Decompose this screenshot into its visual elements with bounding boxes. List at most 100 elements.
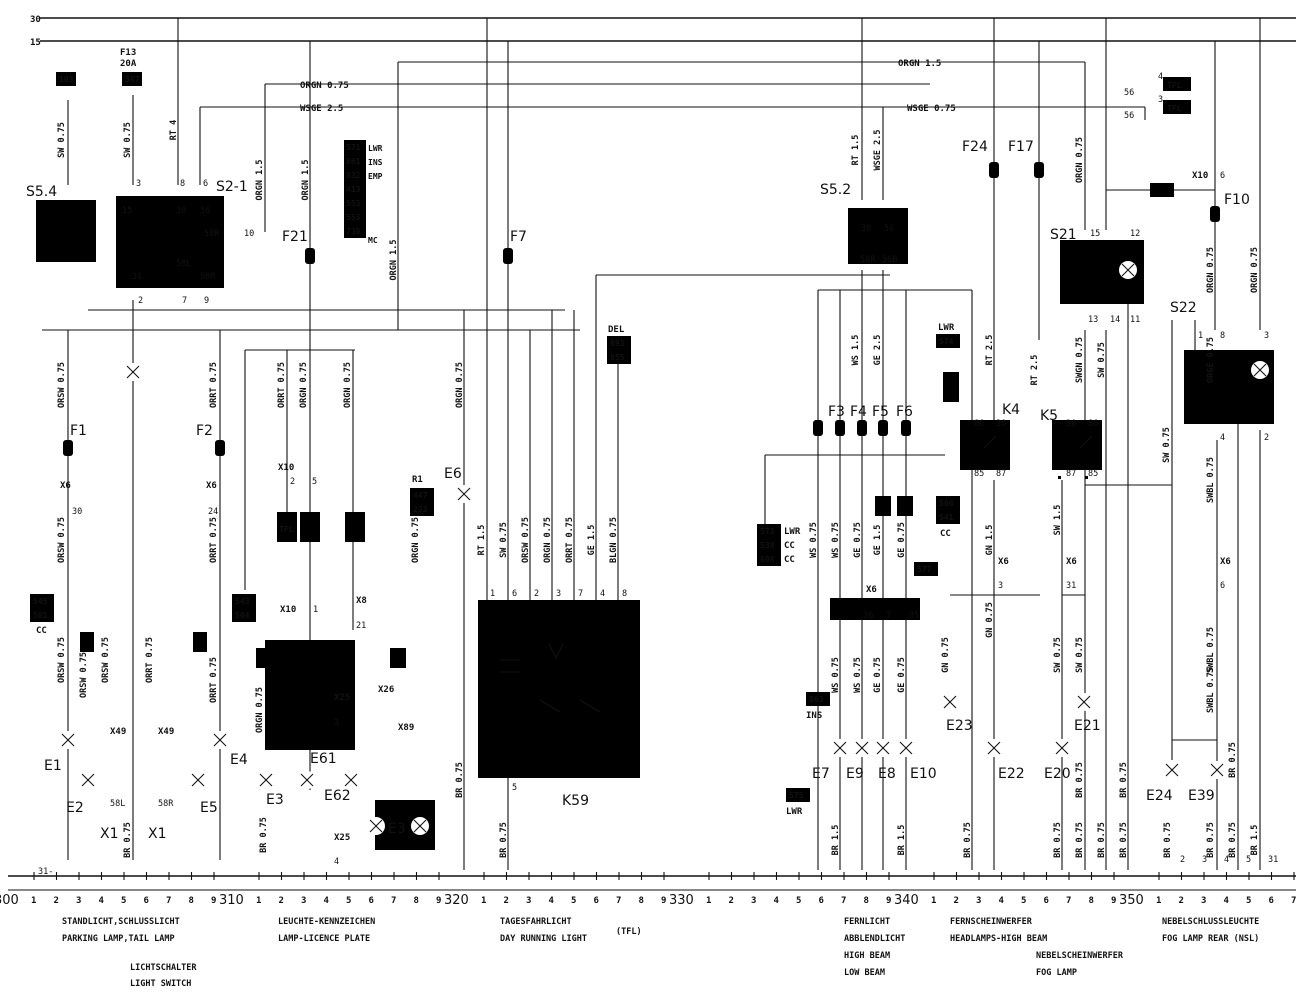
fuse-f3 [813,420,823,436]
wire-label: ORRT 0.75 [145,637,155,683]
caption-plate-de: LEUCHTE-KENNZEICHEN [278,917,375,927]
axis-minor-tick: 2 [279,896,284,906]
label-s2-1: S2-1 [216,179,248,195]
ref-447: 447 [413,491,428,500]
plate-lamp-block [265,640,355,750]
axis-minor-tick: 1 [256,896,261,906]
ref-575: 575 [789,791,804,800]
axis-major-tick: 320 [444,893,469,908]
wire-label: ORGE 0.75 [1206,337,1216,383]
wire-label: GE 0.75 [873,657,883,693]
wire-label: SW 0.75 [1162,427,1172,463]
lamp-cross [1077,695,1091,709]
pin-30c: 30 [996,419,1006,429]
label-f17: F17 [1008,139,1034,155]
pin-7: 7 [182,296,187,306]
ref-stack-item: 413 [346,185,361,194]
conn-box-x10b [345,512,365,542]
fuse-f24 [989,162,999,178]
conn-label-x10c: X10 [1192,171,1208,181]
ref-505: 505 [33,611,48,620]
conn-box-rh [943,372,959,402]
wire-label: BR 0.75 [259,817,269,853]
caption-parking-de: STANDLICHT,SCHLUSSLICHT [62,917,180,927]
pin-3b: 3 [1158,95,1163,105]
note-lwr2: LWR [784,527,801,537]
axis-minor-tick: 7 [616,896,621,906]
fuse-f4 [835,420,845,436]
label-f1: F1 [70,423,87,439]
pin-31: 31 [132,272,142,282]
wire-label: ORRT 0.75 [277,362,287,408]
wire-label: GE 0.75 [897,657,907,693]
axis-minor-tick: 5 [346,896,351,906]
wire-label: BR 0.75 [1119,762,1129,798]
conn-label-x8: X8 [356,596,367,606]
axis-minor-tick: 4 [999,896,1005,906]
pin-13: 13 [1088,315,1098,325]
note-cc4: CC [940,529,951,539]
caption-switch-de: LICHTSCHALTER [130,963,197,973]
pin-3g: 3 [1202,855,1207,865]
component-labels: S5.4 S2-1 F21 F7 S5.2 F24 F17 F10 S21 S2… [26,139,1250,842]
wire-label: SWGN 0.75 [1075,337,1085,383]
pin-14: 14 [1110,315,1120,325]
axis-minor-tick: 9 [661,896,666,906]
axis-minor-tick: 6 [1044,896,1049,906]
ref-574: 574 [939,337,954,346]
bus-label-orgn-right: ORGN 1.5 [898,59,941,69]
lamp-cross [1165,763,1179,777]
wire-label: BR 1.5 [831,825,841,856]
ref-573: 573 [760,527,775,536]
wire-label: ORGN 0.75 [1206,247,1216,293]
pin-4c: 4 [334,857,339,867]
ref-504: 504 [235,611,250,620]
conn-label-x6c: X6 [866,585,877,595]
wire-label: WS 0.75 [809,522,819,558]
pin-5c: 5 [1246,855,1251,865]
pin-2b: 2 [1264,433,1269,443]
wire-label: BLGN 0.75 [609,517,619,563]
wire-label: GE 0.75 [897,522,907,558]
wire-label: ORRT 0.75 [565,517,575,563]
ref-boxes: 103 567 545 505 543 504 447 233 893 855 … [30,72,960,802]
switch-s5-4-outline [36,200,96,262]
ref-608: 608 [760,555,775,564]
pin-56b: 56 [884,224,894,234]
pin-6c: 6 [1220,581,1225,591]
note-f13-amp: 20A [120,59,137,69]
wire-label: BR 0.75 [1053,822,1063,858]
pin-15b: 15 [1090,229,1100,239]
axis-minor-tick: 6 [1269,896,1274,906]
pin-85: 85 [974,469,984,479]
conn-label-x10: X10 [278,463,294,473]
relay-k5-outline [1052,420,1102,470]
pin-3d: 3 [334,718,339,728]
pin-1c: 1 [490,589,495,599]
wire-label: BR 1.5 [897,825,907,856]
ref-stack-item: 571 [346,143,361,152]
conn-box-x25-top [256,648,272,668]
axis-minor-tick: 5 [1021,896,1026,906]
ref-stack-item: 861 [346,157,361,166]
label-e3b: E3 [388,821,406,837]
wire-label: ORSW 0.75 [79,652,89,698]
lamps [59,261,1269,835]
axis-minor-tick: 3 [976,896,981,906]
label-k5: K5 [1040,408,1058,424]
label-e39: E39 [1188,788,1215,804]
pin-8b: 8 [1220,331,1225,341]
lamp-cross [833,741,847,755]
conn-tfl-c: TFL [279,525,294,534]
pin-36: 36 [863,611,873,621]
conn-box-ge2 [897,496,913,516]
note-cc3: CC [784,555,795,565]
axis-minor-tick: 8 [864,896,869,906]
wire-label: ORRT 0.75 [209,657,219,703]
note-f13: F13 [120,48,136,58]
wire-label: ORRT 0.75 [209,362,219,408]
caption-beam-de2: ABBLENDLICHT [844,934,905,944]
pin-2d: 2 [534,589,539,599]
pin-35: 35 [909,611,919,621]
